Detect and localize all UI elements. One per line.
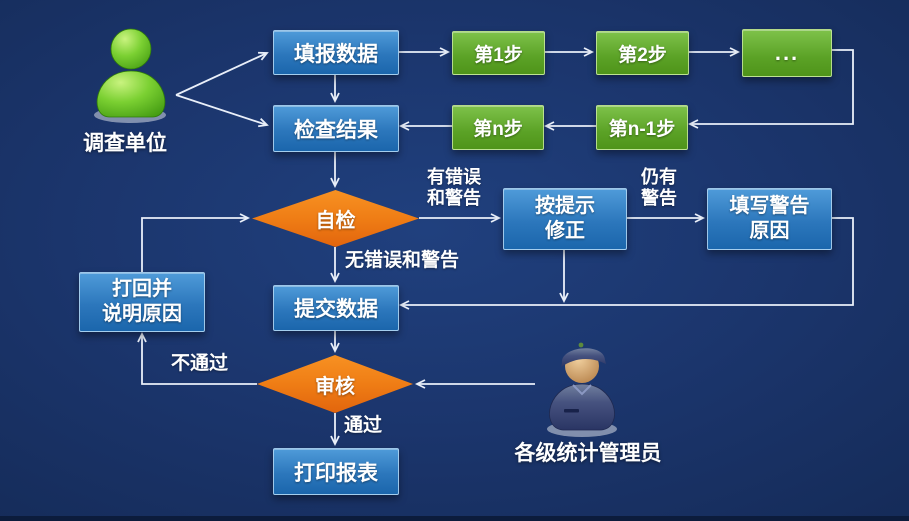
node-warning-line2: 原因 xyxy=(749,220,790,242)
arrow-surveyor-to-fill-data xyxy=(175,51,269,96)
edge-label-still-warnings: 仍有 警告 xyxy=(641,167,677,209)
node-step-n: 第n步 xyxy=(452,105,544,150)
arrow-review-to-return xyxy=(137,331,257,385)
edge-label-has-errors-line1: 有错误 xyxy=(427,167,481,187)
arrow-warning-reason-to-submit xyxy=(398,217,854,310)
survey-unit-label: 调查单位 xyxy=(83,132,167,155)
edge-label-still-line2: 警告 xyxy=(641,188,677,208)
edge-label-has-errors-line2: 和警告 xyxy=(427,188,481,208)
node-submit-data: 提交数据 xyxy=(273,285,399,331)
node-print-report: 打印报表 xyxy=(273,448,399,495)
edge-label-review-fail: 不通过 xyxy=(171,353,229,374)
node-step-more: ... xyxy=(742,29,832,77)
node-warning-line1: 填写警告 xyxy=(729,195,810,217)
edge-label-review-pass: 通过 xyxy=(344,415,383,436)
bottom-edge-strip xyxy=(0,516,909,521)
node-fill-data: 填报数据 xyxy=(273,30,399,75)
node-return-line1: 打回并 xyxy=(112,278,172,300)
edge-label-no-errors-warnings: 无错误和警告 xyxy=(345,250,460,271)
arrow-surveyor-to-check-result xyxy=(175,94,269,128)
node-step-1: 第1步 xyxy=(452,31,545,75)
node-return-reason: 打回并 说明原因 xyxy=(79,272,205,332)
node-step-n-minus-1: 第n-1步 xyxy=(596,105,688,150)
statistics-admin-label: 各级统计管理员 xyxy=(514,442,662,465)
green-person-icon xyxy=(90,24,170,124)
node-fix-line1: 按提示 xyxy=(535,195,595,217)
edge-label-still-line1: 仍有 xyxy=(641,167,677,187)
node-step-2: 第2步 xyxy=(596,31,689,75)
admin-person-icon xyxy=(544,334,620,438)
arrow-return-to-self-check xyxy=(141,213,251,272)
node-fix-by-prompt: 按提示 修正 xyxy=(503,188,627,250)
node-warning-reason: 填写警告 原因 xyxy=(707,188,832,250)
edge-label-has-errors-warnings: 有错误 和警告 xyxy=(427,167,481,209)
node-return-line2: 说明原因 xyxy=(102,303,182,325)
node-check-result: 检查结果 xyxy=(273,105,399,152)
node-fix-line2: 修正 xyxy=(545,220,585,242)
arrow-more-to-step-n1 xyxy=(687,49,854,129)
